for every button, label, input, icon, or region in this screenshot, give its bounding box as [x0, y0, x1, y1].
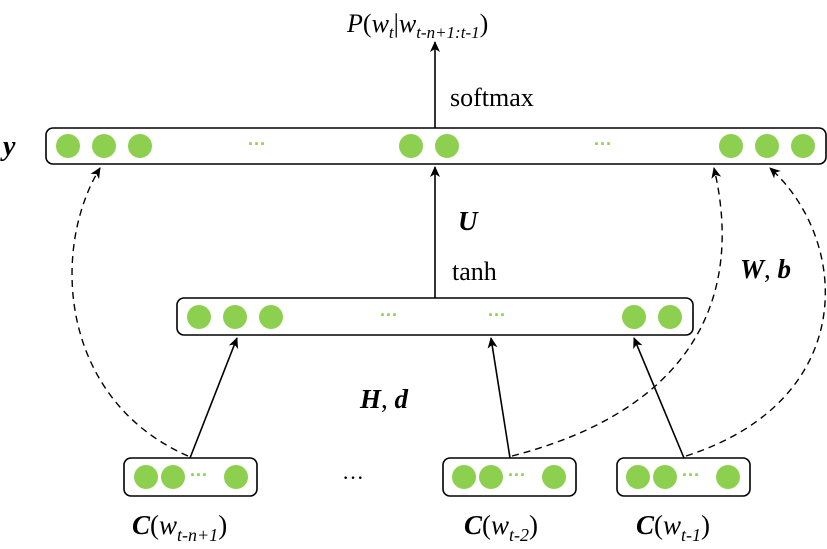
- input-node: [653, 465, 677, 489]
- input-embedding-box-1: [123, 457, 258, 497]
- dashed-arrow-input1-to-y: [71, 167, 189, 457]
- y-label: y: [0, 131, 16, 162]
- input-label-2: C(wt-2): [464, 510, 538, 545]
- input-label-3: C(wt-1): [636, 510, 710, 545]
- hidden-layer-box: [176, 297, 694, 336]
- arrow-input2-to-hidden: [487, 337, 511, 459]
- hidden-node: [658, 305, 682, 329]
- hidden-node: [622, 305, 646, 329]
- dashed-arrow-input3-to-y: [685, 167, 826, 457]
- dashed-arrow-input2-to-y: [511, 167, 723, 457]
- hd-label: H, d: [359, 384, 409, 414]
- input-node: [161, 465, 185, 489]
- input-node: [452, 465, 476, 489]
- output-node: [92, 134, 116, 158]
- wb-label: W, b: [740, 254, 791, 284]
- input-node: [134, 465, 158, 489]
- output-node: [755, 134, 779, 158]
- hidden-node: [259, 305, 283, 329]
- output-node: [791, 134, 815, 158]
- output-ellipsis-right: ···: [594, 134, 612, 154]
- hidden-layer-nodes: [187, 305, 682, 329]
- input-embedding-box-2: [442, 457, 577, 497]
- u-label: U: [458, 206, 479, 236]
- output-layer-nodes: [56, 134, 815, 158]
- hidden-ellipsis-right: ···: [488, 305, 506, 325]
- hidden-node: [187, 305, 211, 329]
- output-node: [435, 134, 459, 158]
- input1-ellipsis: ···: [190, 465, 208, 485]
- input-node: [716, 465, 740, 489]
- input-node: [479, 465, 503, 489]
- input2-ellipsis: ···: [508, 465, 526, 485]
- hidden-node: [223, 305, 247, 329]
- input-node: [224, 465, 248, 489]
- hidden-ellipsis-left: ···: [380, 305, 398, 325]
- input-node: [626, 465, 650, 489]
- output-probability-label: P(wt|wt-n+1:t-1): [346, 9, 488, 42]
- output-node: [128, 134, 152, 158]
- output-node: [399, 134, 423, 158]
- input3-ellipsis: ···: [682, 465, 700, 485]
- output-ellipsis-left: ···: [248, 134, 266, 154]
- input-label-1: C(wt-n+1): [132, 510, 227, 545]
- arrow-input3-to-hidden: [633, 337, 685, 459]
- inputs-ellipsis: ···: [342, 465, 364, 490]
- output-node: [56, 134, 80, 158]
- output-node: [719, 134, 743, 158]
- tanh-label: tanh: [452, 257, 497, 286]
- softmax-label: softmax: [450, 83, 534, 112]
- input-embedding-box-3: [616, 457, 751, 497]
- arrow-input1-to-hidden: [189, 337, 239, 459]
- input-node: [542, 465, 566, 489]
